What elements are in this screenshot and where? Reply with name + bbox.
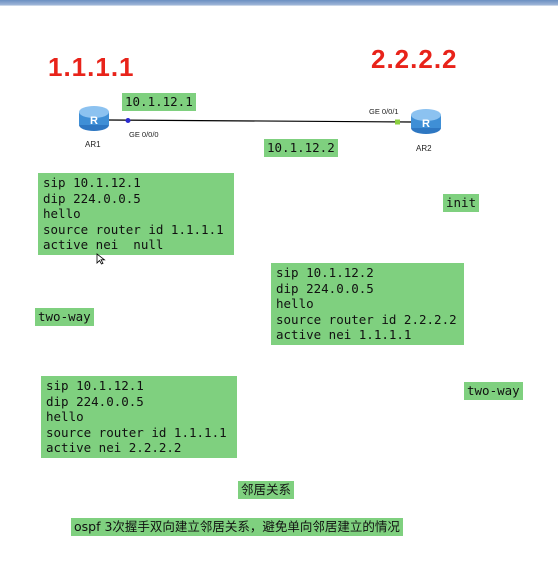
r2-router-id: 2.2.2.2 — [371, 44, 458, 74]
packet-line: sip 10.1.12.1 — [46, 378, 144, 393]
interface-label-ar1: GE 0/0/0 — [129, 130, 159, 139]
window-top-bar — [0, 0, 558, 5]
router-icon-ar1[interactable]: R — [76, 103, 112, 133]
packet-line: active nei 1.1.1.1 — [276, 327, 412, 342]
packet-line: source router id 1.1.1.1 — [43, 221, 224, 237]
packet-line: hello — [43, 206, 81, 221]
packet-line: source router id 2.2.2.2 — [276, 311, 457, 327]
state-two-way-ar1: two-way — [35, 308, 94, 326]
packet-line: hello — [276, 296, 314, 311]
router-name-ar2: AR2 — [416, 144, 432, 153]
packet-line: sip 10.1.12.1 — [43, 175, 141, 190]
window-top-border — [0, 5, 558, 6]
svg-text:R: R — [422, 118, 430, 130]
svg-text:R: R — [90, 115, 98, 127]
neighbor-relationship-label: 邻居关系 — [238, 481, 295, 499]
packet-line: dip 224.0.0.5 — [46, 393, 144, 409]
r1-router-id: 1.1.1.1 — [48, 52, 135, 82]
packet-line: active nei 2.2.2.2 — [46, 440, 182, 455]
state-two-way-ar2: two-way — [464, 382, 523, 400]
ar1-port-dot — [125, 118, 131, 123]
ip-label-ar1: 10.1.12.1 — [122, 93, 196, 111]
packet-line: source router id 1.1.1.1 — [46, 424, 227, 440]
state-init-ar2: init — [443, 194, 480, 212]
summary-text: ospf 3次握手双向建立邻居关系，避免单向邻居建立的情况 — [71, 518, 403, 536]
ar2-port-dot — [395, 119, 400, 125]
packet-line: sip 10.1.12.2 — [276, 265, 374, 280]
packet-line: active nei null — [43, 237, 164, 252]
router-icon-ar2[interactable]: R — [408, 106, 444, 136]
mouse-cursor-icon — [96, 253, 106, 265]
interface-label-ar2: GE 0/0/1 — [369, 107, 399, 116]
packet-line: dip 224.0.0.5 — [276, 280, 374, 296]
packet-line: hello — [46, 409, 84, 424]
packet-line: dip 224.0.0.5 — [43, 190, 141, 206]
router-name-ar1: AR1 — [85, 140, 101, 149]
ip-label-ar2: 10.1.12.2 — [264, 139, 338, 157]
